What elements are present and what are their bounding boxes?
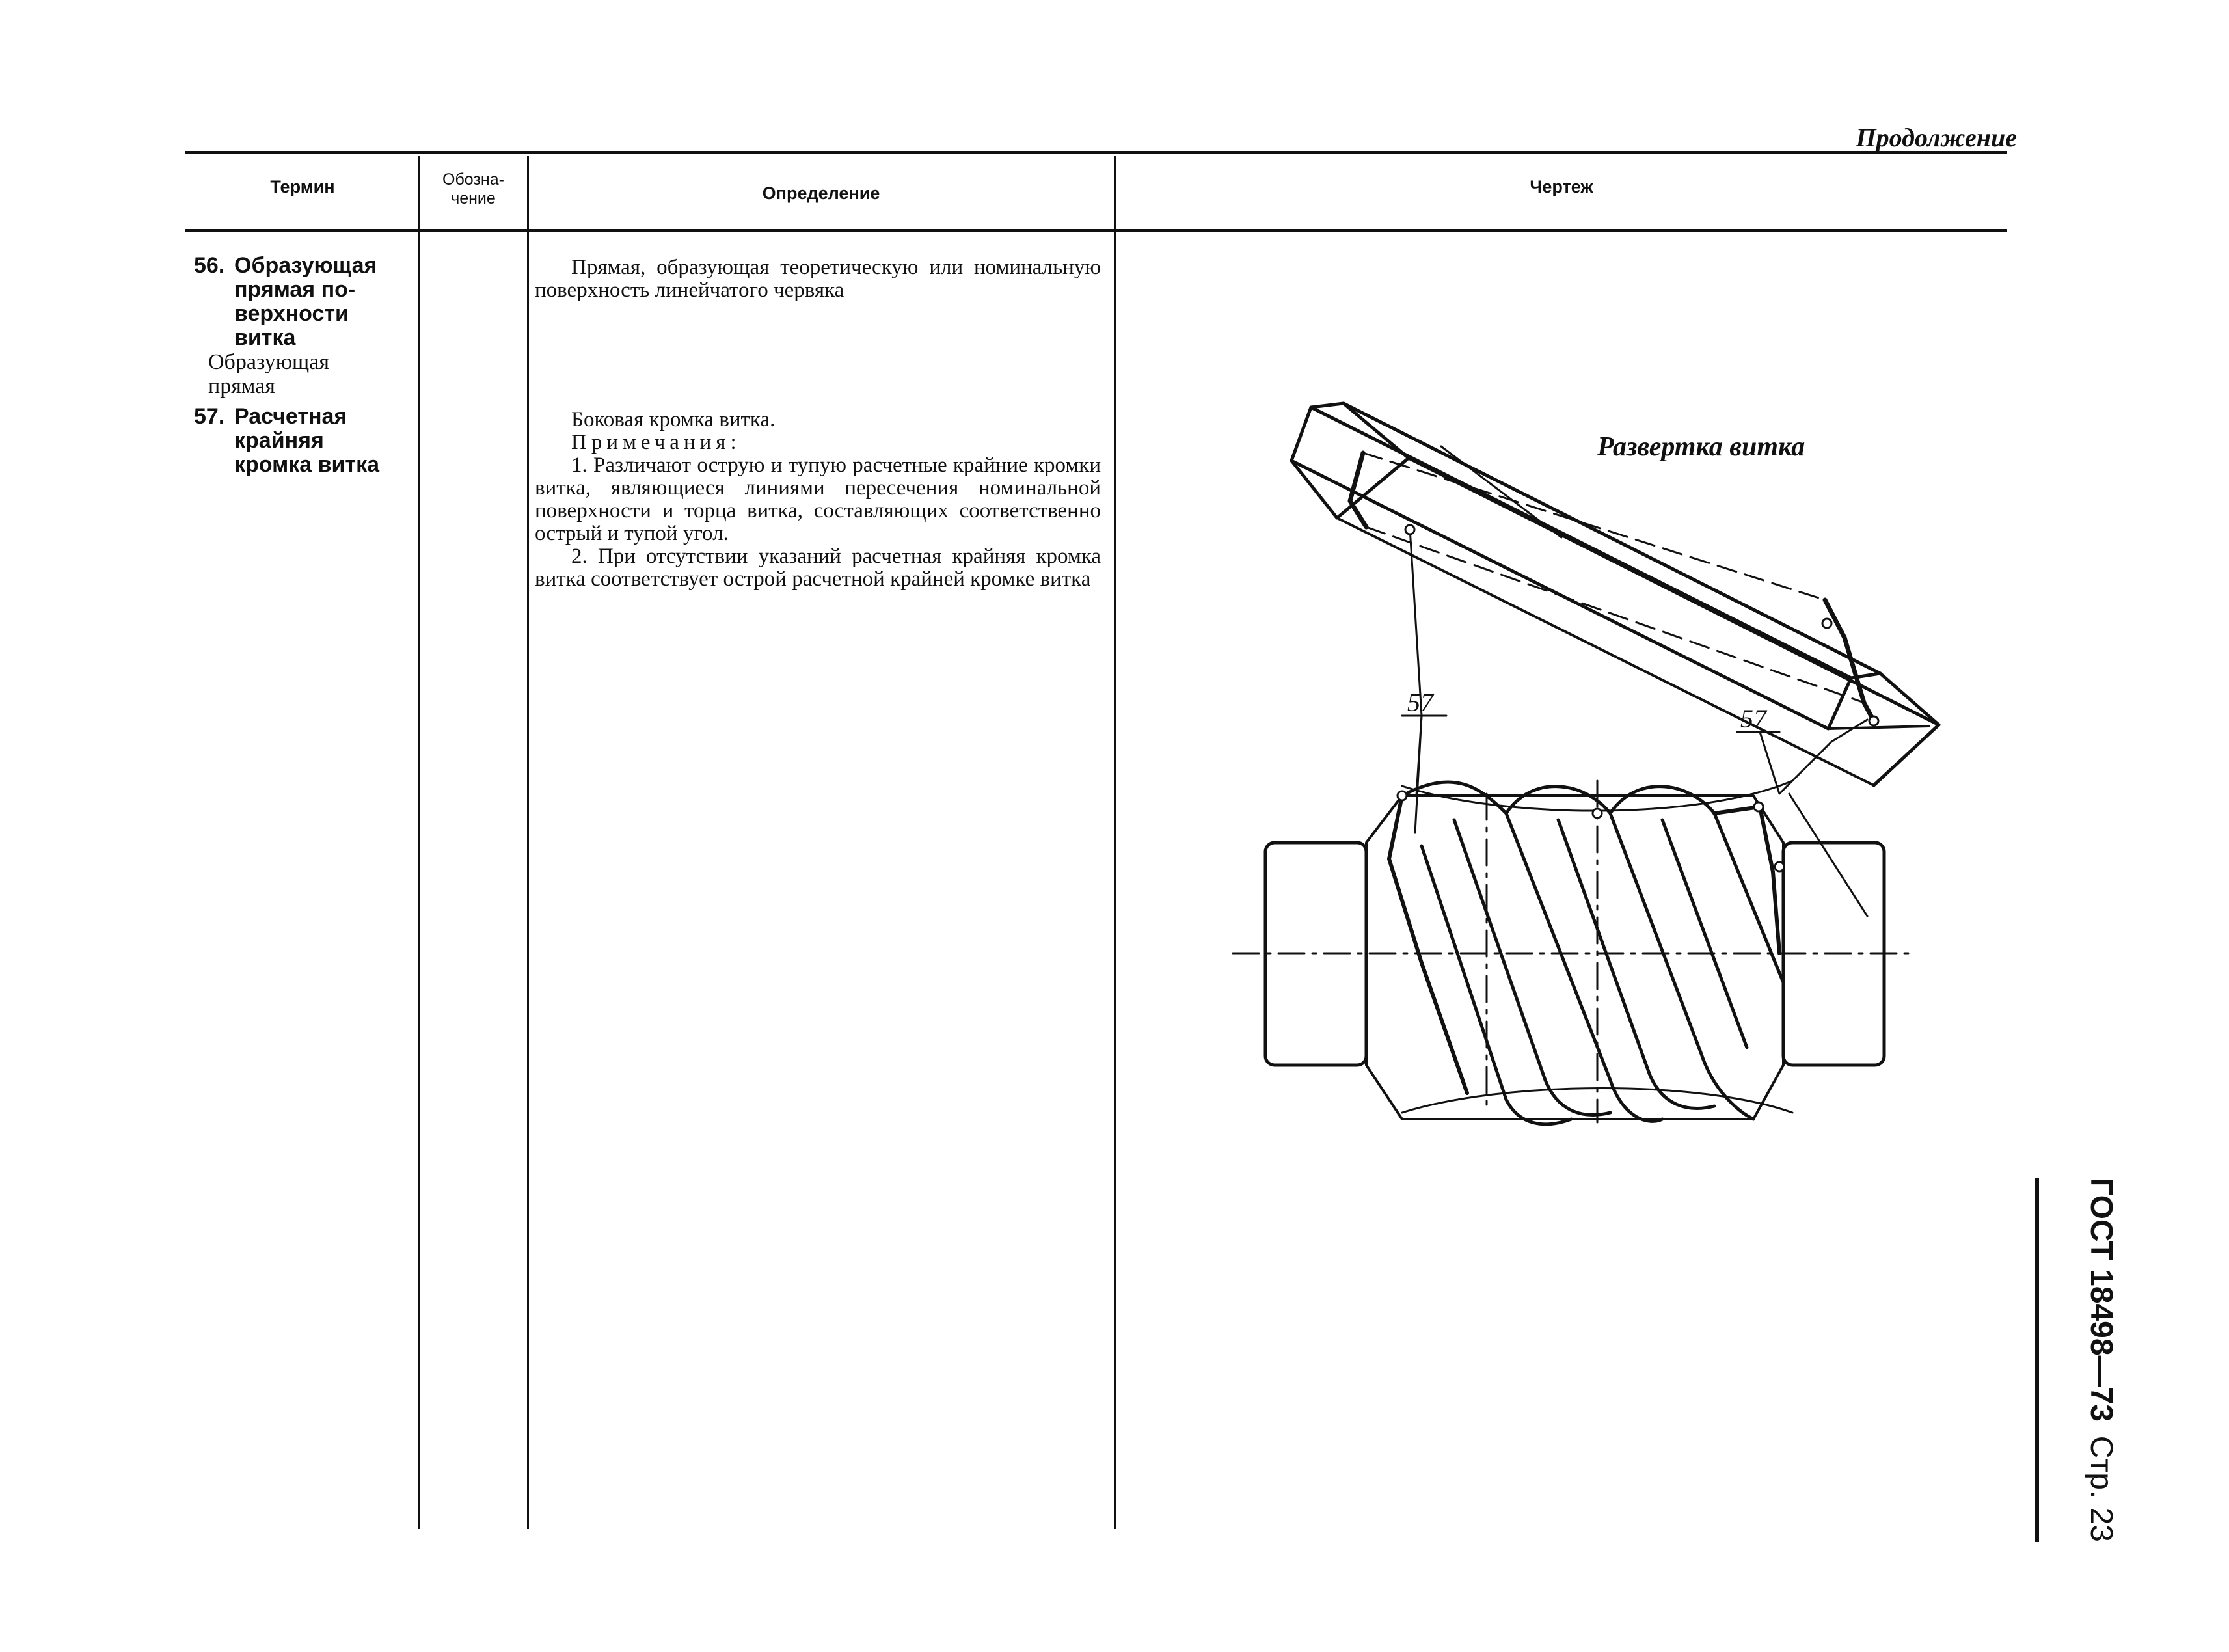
- worm-thread-drawing: Развертка витка 57 57: [1232, 401, 1941, 1126]
- thread-development-prism: [1290, 401, 1941, 787]
- callout-leaders: [1401, 445, 1869, 917]
- edge-point-5: [1753, 801, 1764, 813]
- callout-57-right: 57: [1740, 704, 1768, 733]
- header-term: Термин: [270, 177, 335, 196]
- term-56: 56. Образующая прямая по- верхности витка: [194, 254, 415, 350]
- header-symbol-line2: чение: [451, 189, 496, 208]
- column-divider-3: [1114, 156, 1116, 1529]
- term-57-line-2: крайняя: [234, 428, 324, 453]
- standard-number: ГОСТ 18498—73: [2084, 1178, 2119, 1422]
- term-56-synonym-line-1: Образующая: [208, 350, 329, 374]
- footer-rule: [2035, 1178, 2039, 1542]
- header-drawing: Чертеж: [1530, 177, 1593, 196]
- definition-56-text: Прямая, образующая теоретическую или ном…: [535, 256, 1101, 302]
- callout-57-left: 57: [1407, 688, 1435, 717]
- term-56-line-2: прямая по-: [234, 277, 356, 302]
- column-divider-1: [418, 156, 420, 1529]
- term-56-number: 56.: [194, 253, 225, 278]
- edge-point-6: [1774, 861, 1785, 873]
- header-definition: Определение: [762, 183, 880, 203]
- edge-point-4: [1396, 790, 1408, 802]
- header-symbol-line1: Обозна-: [442, 170, 504, 189]
- column-divider-2: [527, 156, 529, 1529]
- table-top-rule: [185, 151, 2007, 154]
- term-56-line-4: витка: [234, 325, 296, 350]
- definition-57-lead: Боковая кромка витка.: [571, 408, 776, 431]
- page-number: Стр. 23: [2084, 1435, 2119, 1542]
- header-bottom-rule: [185, 229, 2007, 232]
- term-56-line-1: Образующая: [234, 253, 377, 278]
- term-57-number: 57.: [194, 404, 225, 429]
- definition-57-notes-heading: Примечания:: [571, 431, 741, 454]
- edge-point-7: [1591, 807, 1603, 819]
- definition-57: Боковая кромка витка. Примечания: 1. Раз…: [535, 409, 1101, 591]
- edge-point-2: [1868, 715, 1880, 727]
- definition-57-note-2: 2. При отсутствии указаний расчетная кра…: [535, 545, 1101, 591]
- term-56-line-3: верхности: [234, 301, 349, 326]
- center-lines: [1232, 779, 1917, 1124]
- term-56-synonym: Образующая прямая: [189, 350, 429, 398]
- definition-56: Прямая, образующая теоретическую или ном…: [535, 256, 1101, 302]
- term-57-line-3: кромка витка: [234, 452, 380, 477]
- term-56-synonym-line-2: прямая: [208, 374, 275, 398]
- edge-point-1: [1404, 524, 1416, 535]
- standard-footer: ГОСТ 18498—73 Стр. 23: [2066, 1178, 2137, 1542]
- worm-body: [1263, 780, 1886, 1126]
- term-57-line-1: Расчетная: [234, 404, 347, 429]
- header-symbol: Обозна- чение: [420, 170, 527, 208]
- envelope-arcs: [1401, 779, 1794, 1114]
- development-label: Развертка витка: [1597, 432, 1805, 462]
- term-57: 57. Расчетная крайняя кромка витка: [194, 405, 415, 477]
- definition-57-note-1: 1. Различают острую и тупую расчетные кр…: [535, 454, 1101, 545]
- edge-point-3: [1821, 617, 1833, 629]
- continuation-label: Продолжение: [1856, 123, 2017, 152]
